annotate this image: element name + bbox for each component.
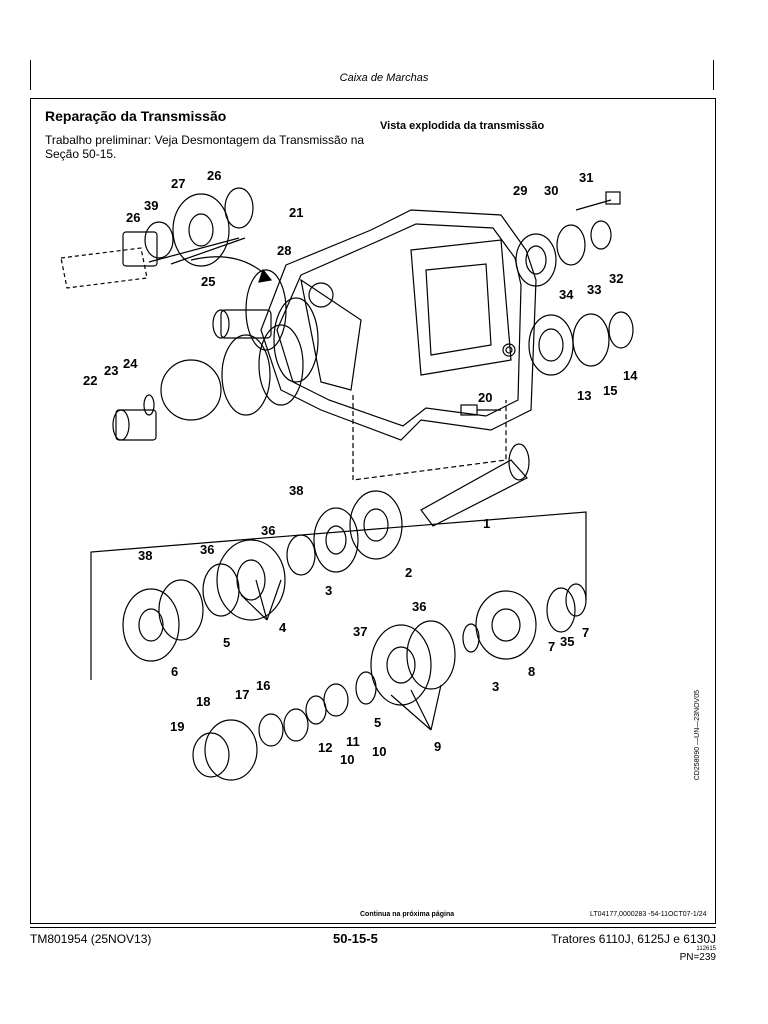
callout-10b: 10: [340, 752, 354, 767]
footer-small-code: 112615: [696, 946, 716, 952]
callout-18: 18: [196, 694, 210, 709]
callout-6: 6: [171, 664, 178, 679]
callout-13: 13: [577, 388, 591, 403]
callout-29: 29: [513, 183, 527, 198]
footer-rule: [30, 927, 716, 928]
callout-5b: 5: [374, 715, 381, 730]
header-rule-right: [713, 60, 714, 90]
header-title: Caixa de Marchas: [339, 72, 429, 84]
callout-19: 19: [170, 719, 184, 734]
diagram-title: Vista explodida da transmissão: [380, 120, 545, 132]
callout-7a: 7: [548, 639, 555, 654]
callout-3b: 3: [492, 679, 499, 694]
callout-1: 1: [483, 516, 490, 531]
callout-12: 12: [318, 740, 332, 755]
callout-36a: 36: [261, 523, 275, 538]
doc-number: TM801954 (25NOV13): [30, 932, 152, 946]
callout-14: 14: [623, 368, 638, 383]
callout-38b: 38: [138, 548, 152, 563]
exploded-view-diagram: 26 27 39 26 21 28 25 29 30 31 32 33 34 1…: [60, 168, 638, 781]
callout-36b: 36: [200, 542, 214, 557]
callout-2: 2: [405, 565, 412, 580]
page-frame: [30, 98, 716, 924]
preliminary-work-text: Trabalho preliminar: Veja Desmontagem da…: [45, 133, 365, 161]
callout-26a: 26: [126, 210, 140, 225]
callout-21: 21: [289, 205, 303, 220]
callout-38a: 38: [289, 483, 303, 498]
callout-37: 37: [353, 624, 367, 639]
callout-17: 17: [235, 687, 249, 702]
callout-39: 39: [144, 198, 158, 213]
callout-36c: 36: [412, 599, 426, 614]
callout-28: 28: [277, 243, 291, 258]
pn-number: PN=239: [679, 952, 716, 963]
figure-id: LT04177,0000283 -54-11OCT07-1/24: [590, 911, 707, 918]
callout-22: 22: [83, 373, 97, 388]
callout-25: 25: [201, 274, 215, 289]
callout-24: 24: [123, 356, 138, 371]
callout-33: 33: [587, 282, 601, 297]
callout-5a: 5: [223, 635, 230, 650]
callout-11: 11: [346, 734, 360, 749]
callout-15: 15: [603, 383, 617, 398]
callout-23: 23: [104, 363, 118, 378]
callout-31: 31: [579, 170, 593, 185]
header-rule-left: [30, 60, 31, 90]
callout-3a: 3: [325, 583, 332, 598]
callout-30: 30: [544, 183, 558, 198]
callout-20: 20: [478, 390, 492, 405]
section-title: Reparação da Transmissão: [45, 108, 227, 124]
callout-26b: 26: [207, 168, 221, 183]
callout-27: 27: [171, 176, 185, 191]
callout-35: 35: [560, 634, 574, 649]
callout-34: 34: [559, 287, 574, 302]
side-code: CD258090 —UN—23NOV05: [694, 690, 701, 781]
callout-16: 16: [256, 678, 270, 693]
callout-4: 4: [279, 620, 287, 635]
callout-8: 8: [528, 664, 535, 679]
page-number: 50-15-5: [333, 931, 378, 946]
callout-32: 32: [609, 271, 623, 286]
callout-9: 9: [434, 739, 441, 754]
callout-7b: 7: [582, 625, 589, 640]
continued-note: Continua na próxima página: [360, 911, 455, 918]
product-line: Tratores 6110J, 6125J e 6130J: [551, 932, 716, 946]
callout-10a: 10: [372, 744, 386, 759]
